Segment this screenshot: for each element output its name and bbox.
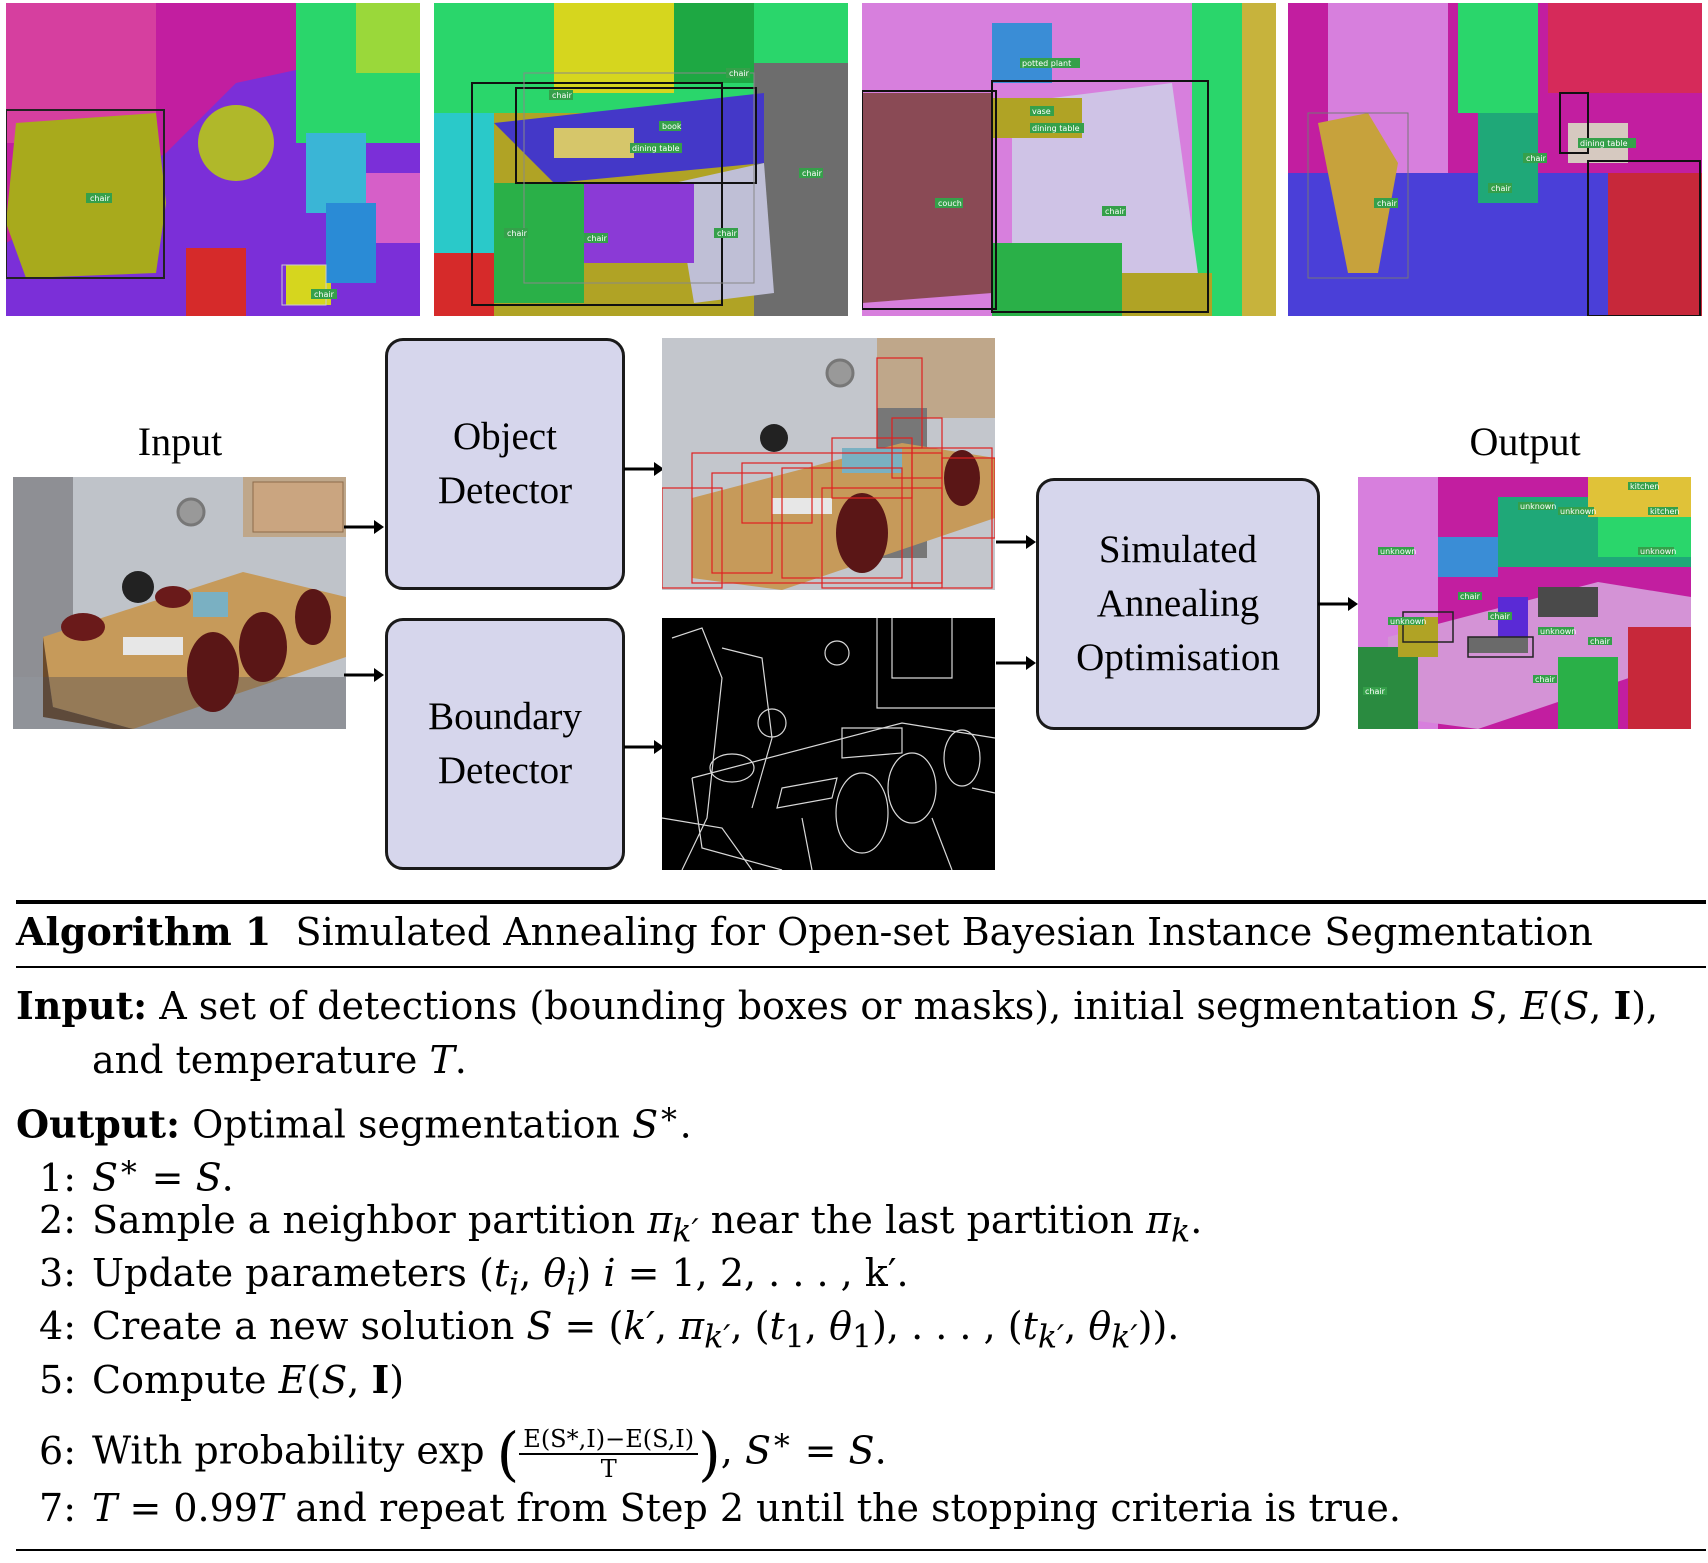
probability-fraction: E(S*,I)−E(S,I)T <box>519 1425 699 1484</box>
arrow-icon <box>624 740 664 754</box>
segment-tag: chair <box>1105 207 1126 216</box>
algorithm-step-4: 4:Create a new solution S = (k′, πk′, (t… <box>16 1302 1179 1362</box>
boundary-detector-line2: Detector <box>437 749 573 792</box>
algorithm-title: Algorithm 1 Simulated Annealing for Open… <box>16 908 1593 956</box>
output-keyword: Output: <box>16 1101 181 1147</box>
annealing-line2: Annealing <box>1096 582 1260 625</box>
segmentation-example-1: chair chair <box>6 3 420 316</box>
segment-tag: chair <box>1365 687 1386 696</box>
segment-tag: chair <box>1491 184 1512 193</box>
object-detector-line2: Detector <box>437 469 573 512</box>
input-text-2: and temperature <box>92 1038 430 1082</box>
segment-tag: chair <box>314 290 335 299</box>
segment-tag: unknown <box>1640 547 1676 556</box>
algorithm-title-number: Algorithm 1 <box>16 909 272 954</box>
output-text: Optimal segmentation <box>192 1102 633 1147</box>
step-text: Sample a neighbor partition <box>92 1198 636 1242</box>
object-detector-line1: Object <box>453 415 557 458</box>
detection-image <box>662 338 995 590</box>
segment-tag: unknown <box>1520 502 1556 511</box>
segment-tag: unknown <box>1540 627 1576 636</box>
segment-tag: chair <box>1490 612 1511 621</box>
segment-tag: chair <box>1377 199 1398 208</box>
segmentation-example-2: chair book dining table chair chair chai… <box>434 3 848 316</box>
segment-tag: dining table <box>632 144 680 153</box>
algorithm-step-1: 1:S∗ = S. <box>16 1143 234 1202</box>
segment-tag: unknown <box>1560 507 1596 516</box>
step-number: 5: <box>39 1358 76 1402</box>
segment-tag: unknown <box>1380 547 1416 556</box>
arrow-icon <box>996 535 1036 549</box>
fraction-denominator: T <box>600 1455 617 1484</box>
step-text: Update parameters <box>92 1251 467 1295</box>
algorithm-output: Output: Optimal segmentation S∗. <box>16 1096 692 1147</box>
output-label: Output <box>1469 419 1581 464</box>
boundary-image <box>662 618 995 870</box>
arrow-icon <box>1318 597 1358 611</box>
annealing-line3: Optimisation <box>1076 636 1280 679</box>
segment-tag: chair <box>552 91 573 100</box>
step-number: 7: <box>39 1486 76 1530</box>
segment-tag: dining table <box>1032 124 1080 133</box>
algorithm-top-rule <box>16 900 1706 904</box>
segment-tag: unknown <box>1390 617 1426 626</box>
segment-tag: chair <box>587 234 608 243</box>
step-number: 3: <box>39 1251 76 1295</box>
segment-tag: kitchen <box>1650 507 1679 516</box>
step-number: 6: <box>39 1428 76 1473</box>
step-number: 1: <box>39 1155 76 1200</box>
output-segmentation-image: kitchen unknown unknown kitchen unknown … <box>1358 477 1691 729</box>
segment-tag: chair <box>1526 154 1547 163</box>
segment-tag: chair <box>802 169 823 178</box>
arrow-icon <box>344 520 384 534</box>
input-text-1: A set of detections (bounding boxes or m… <box>159 984 1471 1028</box>
input-image <box>13 477 346 729</box>
segment-tag: chair <box>1535 675 1556 684</box>
segment-tag: couch <box>938 199 962 208</box>
algorithm-title-rule <box>16 966 1706 968</box>
boundary-detector-line1: Boundary <box>428 695 582 738</box>
arrow-icon <box>624 462 664 476</box>
step-text: With probability exp <box>92 1428 485 1473</box>
segment-tag: chair <box>729 69 750 78</box>
arrow-icon <box>344 668 384 682</box>
algorithm-step-6: 6:With probability exp (E(S*,I)−E(S,I)T)… <box>16 1416 887 1483</box>
segment-tag: chair <box>507 229 528 238</box>
segment-tag: potted plant <box>1022 59 1071 68</box>
algorithm-title-text: Simulated Annealing for Open-set Bayesia… <box>295 910 1593 954</box>
step-text: and repeat from Step 2 until the stoppin… <box>295 1486 1401 1530</box>
algorithm-bottom-rule <box>16 1549 1706 1551</box>
input-label: Input <box>137 419 223 464</box>
segment-tag: vase <box>1032 107 1051 116</box>
algorithm-step-5: 5:Compute E(S, I) <box>16 1356 404 1404</box>
segmentation-example-4: chair chair chair dining table <box>1288 3 1702 316</box>
step-text: Compute <box>92 1358 267 1402</box>
segment-tag: dining table <box>1580 139 1628 148</box>
segment-tag: chair <box>90 194 111 203</box>
arrow-icon <box>996 656 1036 670</box>
step-2-mid: near the last partition <box>710 1198 1134 1242</box>
algorithm-input-cont: and temperature T. <box>92 1038 467 1082</box>
step-3-tail: = 1, 2, . . . , k′. <box>627 1251 909 1295</box>
step-text: Create a new solution <box>92 1304 515 1348</box>
segment-tag: chair <box>1590 637 1611 646</box>
annealing-line1: Simulated <box>1098 528 1258 571</box>
algorithm-input: Input: A set of detections (bounding box… <box>16 983 1659 1028</box>
algorithm-step-3: 3:Update parameters (ti, θi) i = 1, 2, .… <box>16 1249 909 1309</box>
step-number: 2: <box>39 1198 76 1242</box>
algorithm-step-2: 2:Sample a neighbor partition πk′ near t… <box>16 1196 1202 1256</box>
segmentation-example-3: potted plant vase dining table couch cha… <box>862 3 1276 316</box>
segment-tag: kitchen <box>1630 482 1659 491</box>
segment-tag: chair <box>1460 592 1481 601</box>
segment-tag: chair <box>717 229 738 238</box>
step-number: 4: <box>39 1304 76 1348</box>
segment-tag: book <box>662 122 682 131</box>
input-keyword: Input: <box>16 983 148 1028</box>
algorithm-step-7: 7:T = 0.99T and repeat from Step 2 until… <box>16 1484 1401 1532</box>
fraction-numerator: E(S*,I)−E(S,I) <box>519 1425 699 1456</box>
